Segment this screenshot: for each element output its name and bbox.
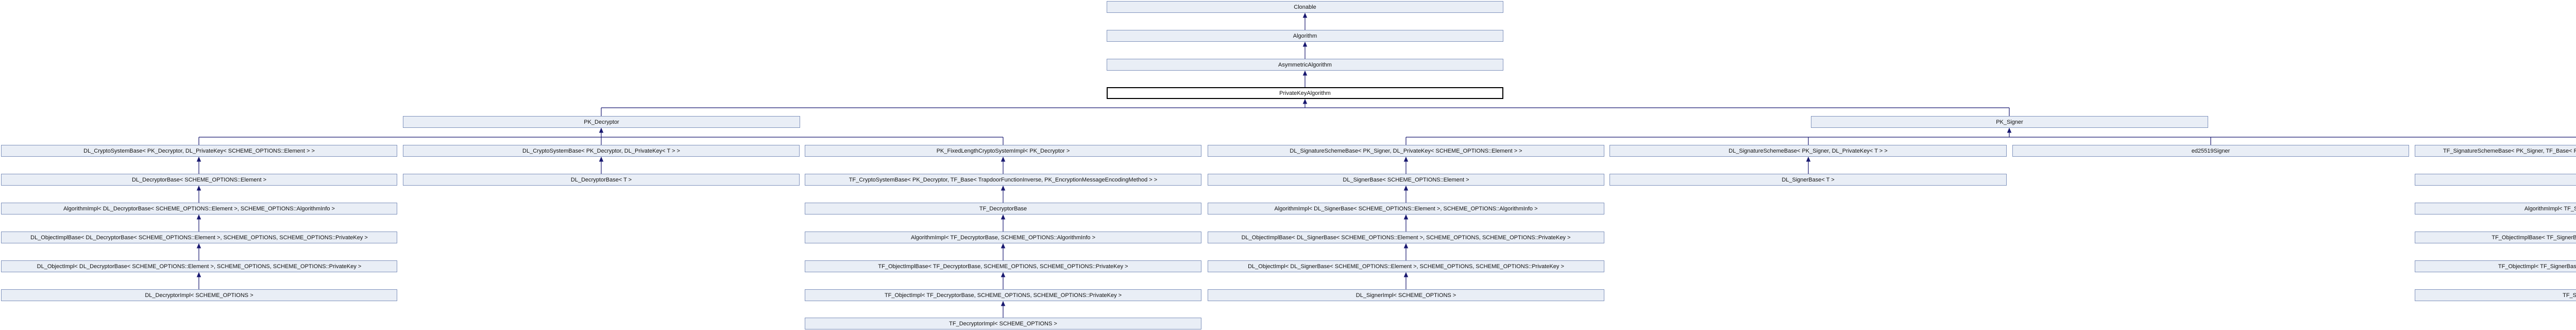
- inheritance-arrowhead: [1403, 185, 1409, 191]
- class-node-tf-decryptorbase[interactable]: TF_DecryptorBase: [805, 203, 1201, 214]
- inheritance-arrowhead: [196, 185, 201, 191]
- class-node-tf-signatureschemebase[interactable]: TF_SignatureSchemeBase< PK_Signer, TF_Ba…: [2415, 145, 2576, 157]
- class-node-tf-objectimpl-signer[interactable]: TF_ObjectImpl< TF_SignerBase, SCHEME_OPT…: [2415, 260, 2576, 272]
- class-node-dl-decryptorbase-element[interactable]: DL_DecryptorBase< SCHEME_OPTIONS::Elemen…: [1, 174, 397, 186]
- inheritance-arrowhead: [1403, 214, 1409, 220]
- class-node-tf-decryptorimpl[interactable]: TF_DecryptorImpl< SCHEME_OPTIONS >: [805, 318, 1201, 329]
- inheritance-arrowhead: [599, 156, 604, 162]
- inheritance-arrowhead: [1001, 214, 1006, 220]
- inheritance-arrowhead: [1001, 272, 1006, 277]
- class-node-dl-signatureschemebase-element[interactable]: DL_SignatureSchemeBase< PK_Signer, DL_Pr…: [1208, 145, 1604, 157]
- class-node-algorithmimpl-tf-decryptorbase[interactable]: AlgorithmImpl< TF_DecryptorBase, SCHEME_…: [805, 232, 1201, 243]
- class-node-algorithmimpl-dl-signerbase[interactable]: AlgorithmImpl< DL_SignerBase< SCHEME_OPT…: [1208, 203, 1604, 214]
- inheritance-arrowhead: [1403, 272, 1409, 277]
- class-node-pk-decryptor[interactable]: PK_Decryptor: [403, 116, 800, 128]
- inheritance-arrowhead: [2007, 127, 2012, 133]
- inheritance-arrowhead: [599, 127, 604, 133]
- inheritance-arrowhead: [1001, 185, 1006, 191]
- class-node-dl-signerimpl[interactable]: DL_SignerImpl< SCHEME_OPTIONS >: [1208, 289, 1604, 301]
- class-node-tf-objectimpl-decryptor[interactable]: TF_ObjectImpl< TF_DecryptorBase, SCHEME_…: [805, 289, 1201, 301]
- class-node-pk-fixedlengthcryptosystemimpl[interactable]: PK_FixedLengthCryptoSystemImpl< PK_Decry…: [805, 145, 1201, 157]
- class-node-dl-objectimplbase-decryptor[interactable]: DL_ObjectImplBase< DL_DecryptorBase< SCH…: [1, 232, 397, 243]
- class-node-algorithm[interactable]: Algorithm: [1107, 30, 1503, 42]
- class-node-algorithmimpl-dl-decryptorbase[interactable]: AlgorithmImpl< DL_DecryptorBase< SCHEME_…: [1, 203, 397, 214]
- class-node-dl-objectimpl-signer[interactable]: DL_ObjectImpl< DL_SignerBase< SCHEME_OPT…: [1208, 260, 1604, 272]
- inheritance-arrowhead: [196, 243, 201, 249]
- class-node-dl-decryptorbase-t[interactable]: DL_DecryptorBase< T >: [403, 174, 800, 186]
- class-node-dl-signatureschemebase-t[interactable]: DL_SignatureSchemeBase< PK_Signer, DL_Pr…: [1609, 145, 2007, 157]
- inheritance-arrowhead: [1302, 98, 1308, 104]
- inheritance-arrowhead: [1001, 301, 1006, 306]
- inheritance-arrowhead: [1001, 156, 1006, 162]
- inheritance-arrowhead: [1302, 41, 1308, 47]
- inheritance-arrowhead: [1403, 243, 1409, 249]
- class-node-dl-objectimpl-decryptor[interactable]: DL_ObjectImpl< DL_DecryptorBase< SCHEME_…: [1, 260, 397, 272]
- class-node-dl-decryptorimpl[interactable]: DL_DecryptorImpl< SCHEME_OPTIONS >: [1, 289, 397, 301]
- class-node-dl-signerbase-element[interactable]: DL_SignerBase< SCHEME_OPTIONS::Element >: [1208, 174, 1604, 186]
- class-node-pk-signer[interactable]: PK_Signer: [1811, 116, 2208, 128]
- class-node-dl-cryptosystembase-t[interactable]: DL_CryptoSystemBase< PK_Decryptor, DL_Pr…: [403, 145, 800, 157]
- inheritance-arrowhead: [1806, 156, 1811, 162]
- class-node-asymmetric-algorithm[interactable]: AsymmetricAlgorithm: [1107, 59, 1503, 71]
- class-node-dl-cryptosystembase-element[interactable]: DL_CryptoSystemBase< PK_Decryptor, DL_Pr…: [1, 145, 397, 157]
- class-node-private-key-algorithm[interactable]: PrivateKeyAlgorithm: [1107, 87, 1503, 99]
- inheritance-arrowhead: [1302, 70, 1308, 76]
- class-node-tf-objectimplbase-signer[interactable]: TF_ObjectImplBase< TF_SignerBase, SCHEME…: [2415, 232, 2576, 243]
- class-node-tf-signerimpl[interactable]: TF_SignerImpl< SCHEME_OPTIONS >: [2415, 289, 2576, 301]
- inheritance-arrowhead: [196, 272, 201, 277]
- inheritance-arrowhead: [196, 214, 201, 220]
- class-node-ed25519signer[interactable]: ed25519Signer: [2012, 145, 2409, 157]
- class-node-algorithmimpl-tf-signerbase[interactable]: AlgorithmImpl< TF_SignerBase, SCHEME_OPT…: [2415, 203, 2576, 214]
- class-node-clonable[interactable]: Clonable: [1107, 1, 1503, 13]
- inheritance-arrowhead: [1302, 12, 1308, 18]
- inheritance-arrowhead: [1001, 243, 1006, 249]
- class-node-dl-objectimplbase-signer[interactable]: DL_ObjectImplBase< DL_SignerBase< SCHEME…: [1208, 232, 1604, 243]
- class-node-tf-signerbase[interactable]: TF_SignerBase: [2415, 174, 2576, 186]
- class-node-tf-objectimplbase-decryptor[interactable]: TF_ObjectImplBase< TF_DecryptorBase, SCH…: [805, 260, 1201, 272]
- class-node-dl-signerbase-t[interactable]: DL_SignerBase< T >: [1609, 174, 2007, 186]
- inheritance-arrowhead: [1403, 156, 1409, 162]
- inheritance-arrowhead: [196, 156, 201, 162]
- class-node-tf-cryptosystembase[interactable]: TF_CryptoSystemBase< PK_Decryptor, TF_Ba…: [805, 174, 1201, 186]
